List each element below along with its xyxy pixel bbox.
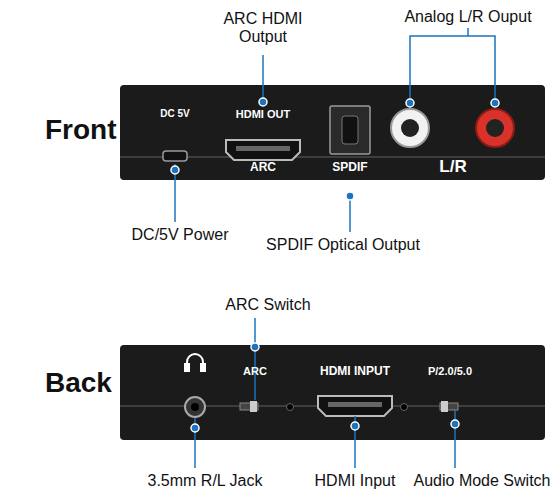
panel-marking: L/R xyxy=(439,158,466,177)
callout-label: ARC HDMI Output xyxy=(208,10,318,47)
leader-dots xyxy=(171,98,499,200)
callout-label: SPDIF Optical Output xyxy=(266,236,420,254)
panel-marking: HDMI OUT xyxy=(236,108,290,120)
switch-knob xyxy=(441,401,448,412)
callout-label: DC/5V Power xyxy=(132,226,229,244)
rca-red xyxy=(476,109,514,147)
panel-marking: ARC xyxy=(250,161,276,174)
callout-label: ARC Switch xyxy=(225,296,310,314)
hdmi-pins xyxy=(328,402,382,407)
panel-heading: Front xyxy=(45,115,117,146)
micro-usb-port xyxy=(163,151,187,161)
panel-marking: ARC xyxy=(243,365,267,377)
callout-label: Analog L/R Ouput xyxy=(404,8,531,26)
jack-hole xyxy=(191,403,199,411)
panel-marking: DC 5V xyxy=(160,108,189,119)
device-panel: BackARCHDMI INPUTP/2.0/5.0 xyxy=(120,345,545,440)
led xyxy=(287,404,294,411)
hdmi-out-port xyxy=(226,140,300,160)
headphone-icon xyxy=(185,354,205,371)
callout-label: 3.5mm R/L Jack xyxy=(148,472,263,490)
rca-hole xyxy=(486,119,504,137)
leader-dots xyxy=(191,343,459,432)
audio-jack xyxy=(185,397,205,417)
front-panel xyxy=(120,85,545,180)
device-panel: FrontDC 5VHDMI OUTARCSPDIFL/R xyxy=(120,85,545,180)
optical-port xyxy=(330,106,370,154)
panel-marking: P/2.0/5.0 xyxy=(428,365,472,377)
panel-marking: SPDIF xyxy=(332,161,367,174)
rca-white xyxy=(391,109,429,147)
leader-lines xyxy=(175,28,495,232)
leader-lines xyxy=(195,318,455,468)
led xyxy=(401,404,408,411)
back-panel xyxy=(120,345,545,440)
callout-label: Audio Mode Switch xyxy=(414,472,551,490)
hdmi-pins xyxy=(236,146,290,151)
switch-knob xyxy=(250,401,257,412)
optical-shutter xyxy=(342,116,358,144)
panel-marking: HDMI INPUT xyxy=(320,365,390,378)
hdmi-in-port xyxy=(318,396,392,416)
panel-heading: Back xyxy=(45,368,112,399)
rca-hole xyxy=(401,119,419,137)
callout-label: HDMI Input xyxy=(315,472,396,490)
